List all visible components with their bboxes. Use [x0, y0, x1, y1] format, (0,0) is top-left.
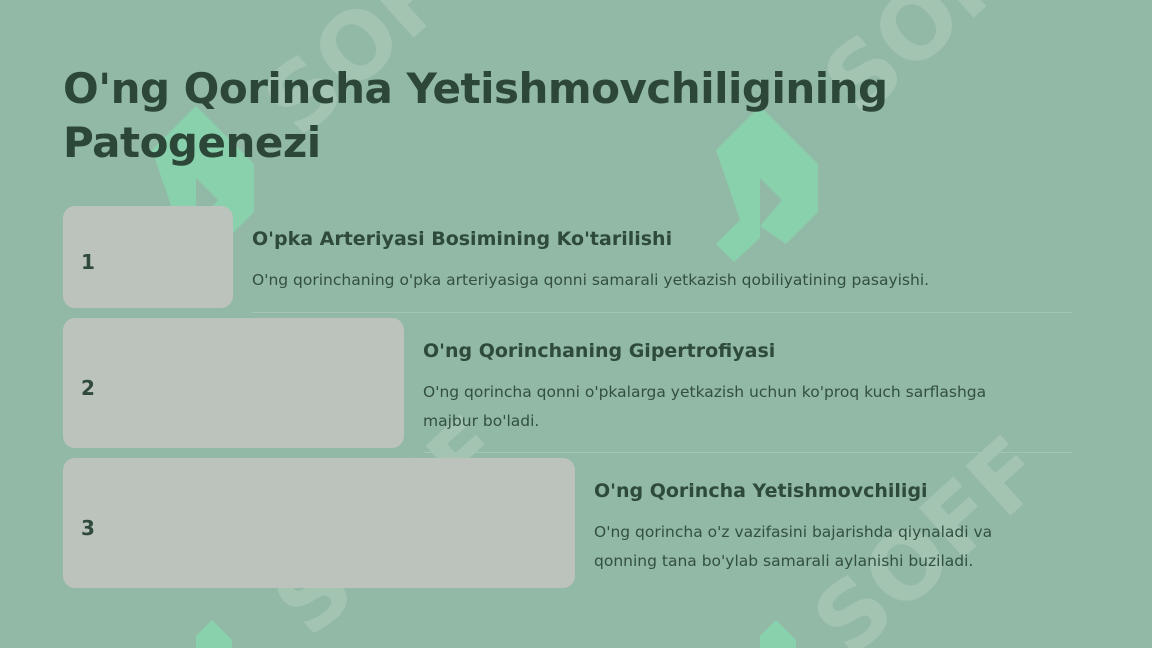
step-heading: O'ng Qorincha Yetishmovchiligi [594, 480, 928, 502]
step-description: O'ng qorincha qonni o'pkalarga yetkazish… [423, 383, 987, 430]
step-number: 1 [81, 250, 95, 274]
page-title: O'ng Qorincha Yetishmovchiligining Patog… [63, 64, 888, 167]
step-number: 2 [81, 376, 95, 400]
divider [423, 452, 1073, 453]
divider [252, 312, 1072, 313]
step-number: 3 [81, 516, 95, 540]
step-description: O'ng qorinchaning o'pka arteriyasiga qon… [252, 271, 930, 289]
step-number-box: 1 [63, 206, 233, 308]
step-heading: O'ng Qorinchaning Gipertrofiyasi [423, 340, 776, 362]
step-number-box: 2 [63, 318, 404, 448]
step-number-box: 3 [63, 458, 575, 588]
step-description: O'ng qorincha o'z vazifasini bajarishda … [594, 523, 993, 570]
step-heading: O'pka Arteriyasi Bosimining Ko'tarilishi [252, 228, 673, 250]
